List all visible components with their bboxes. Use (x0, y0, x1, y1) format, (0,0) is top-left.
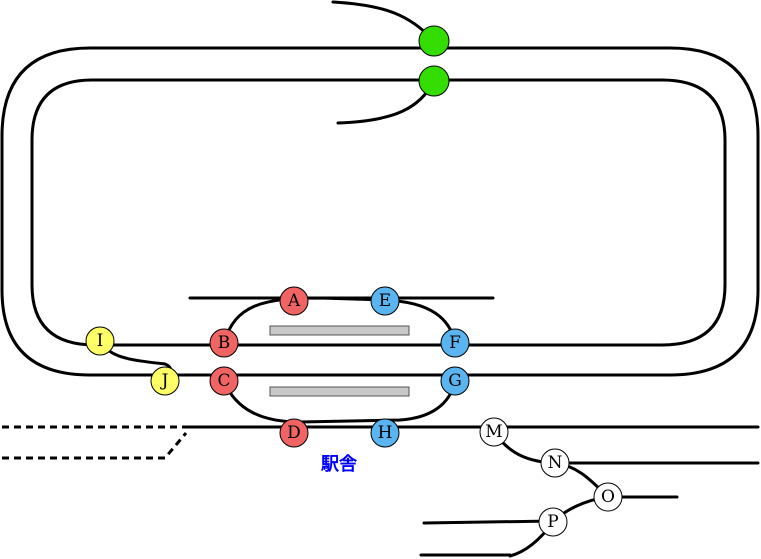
switch-d-label: D (287, 423, 301, 443)
station-building-label: 駅舎 (320, 453, 358, 475)
inner-loop-track (30, 78, 727, 347)
dashed-extension-lower (2, 432, 188, 460)
switch-i-label: I (97, 331, 104, 351)
switch-n-label: N (548, 453, 563, 473)
outer-loop-track (0, 46, 760, 377)
switch-p[interactable]: P (538, 507, 568, 537)
switch-e[interactable]: E (370, 286, 400, 316)
upper-platform (269, 325, 410, 336)
switch-green-top[interactable] (418, 25, 450, 57)
top-lower-branch-track (336, 79, 436, 125)
upper-platform-loop-track (222, 296, 457, 345)
switch-j-label: J (160, 371, 169, 391)
yard-p-track (422, 519, 555, 525)
switch-a[interactable]: A (279, 286, 309, 316)
switch-h-label: H (378, 423, 393, 443)
switch-m[interactable]: M (479, 417, 509, 447)
switch-g[interactable]: G (440, 366, 470, 396)
switch-j[interactable]: J (150, 366, 180, 396)
top-upper-branch-track (331, 0, 436, 43)
switch-f[interactable]: F (440, 328, 470, 358)
switch-e-label: E (379, 291, 391, 311)
switch-g-label: G (448, 371, 462, 391)
switch-b[interactable]: B (209, 328, 239, 358)
switch-green-bottom[interactable] (418, 65, 450, 97)
switch-h[interactable]: H (370, 418, 400, 448)
switch-p-label: P (547, 512, 558, 532)
switch-c[interactable]: C (209, 366, 239, 396)
switch-c-label: C (217, 371, 230, 391)
switch-o[interactable]: O (593, 482, 623, 512)
switch-f-label: F (449, 333, 461, 353)
switch-n[interactable]: N (540, 448, 570, 478)
lower-platform (269, 386, 410, 397)
switch-d[interactable]: D (279, 418, 309, 448)
switch-o-label: O (601, 487, 615, 507)
switch-m-label: M (485, 422, 502, 442)
switch-i[interactable]: I (85, 326, 115, 356)
switch-b-label: B (218, 333, 231, 353)
switch-a-label: A (287, 291, 301, 311)
